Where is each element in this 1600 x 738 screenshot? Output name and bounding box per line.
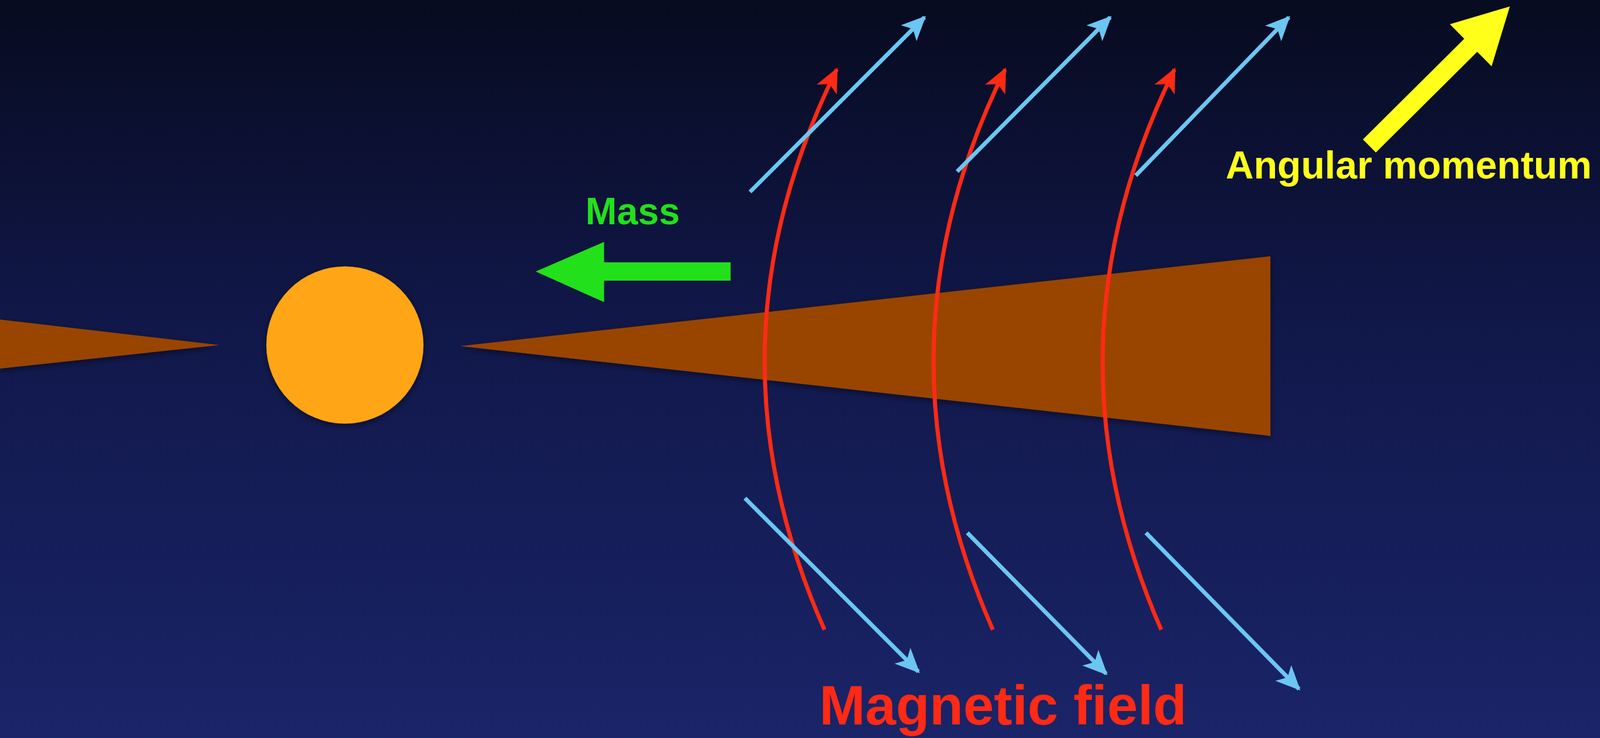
disk-left [0, 319, 220, 368]
field-line [933, 69, 1006, 629]
magnetic-field-label: Magnetic field [819, 674, 1187, 736]
angular-momentum-label: Angular momentum [1225, 143, 1592, 187]
outflow-arrow [956, 17, 1111, 172]
outflow-arrow [1145, 532, 1300, 689]
field-line [1102, 69, 1175, 629]
outflow-arrow [745, 497, 919, 672]
outflow-arrow [749, 17, 925, 192]
mass-label: Mass [585, 190, 681, 233]
magnetic-field-lines [764, 69, 1175, 629]
angular-momentum-arrow [1348, 0, 1531, 167]
outflow-arrow [967, 532, 1107, 674]
central-star [266, 266, 424, 424]
angular-momentum-arrow-shape [1348, 0, 1531, 167]
field-line [764, 69, 837, 629]
outflow-arrows [745, 17, 1300, 689]
mass-arrow [535, 241, 731, 303]
